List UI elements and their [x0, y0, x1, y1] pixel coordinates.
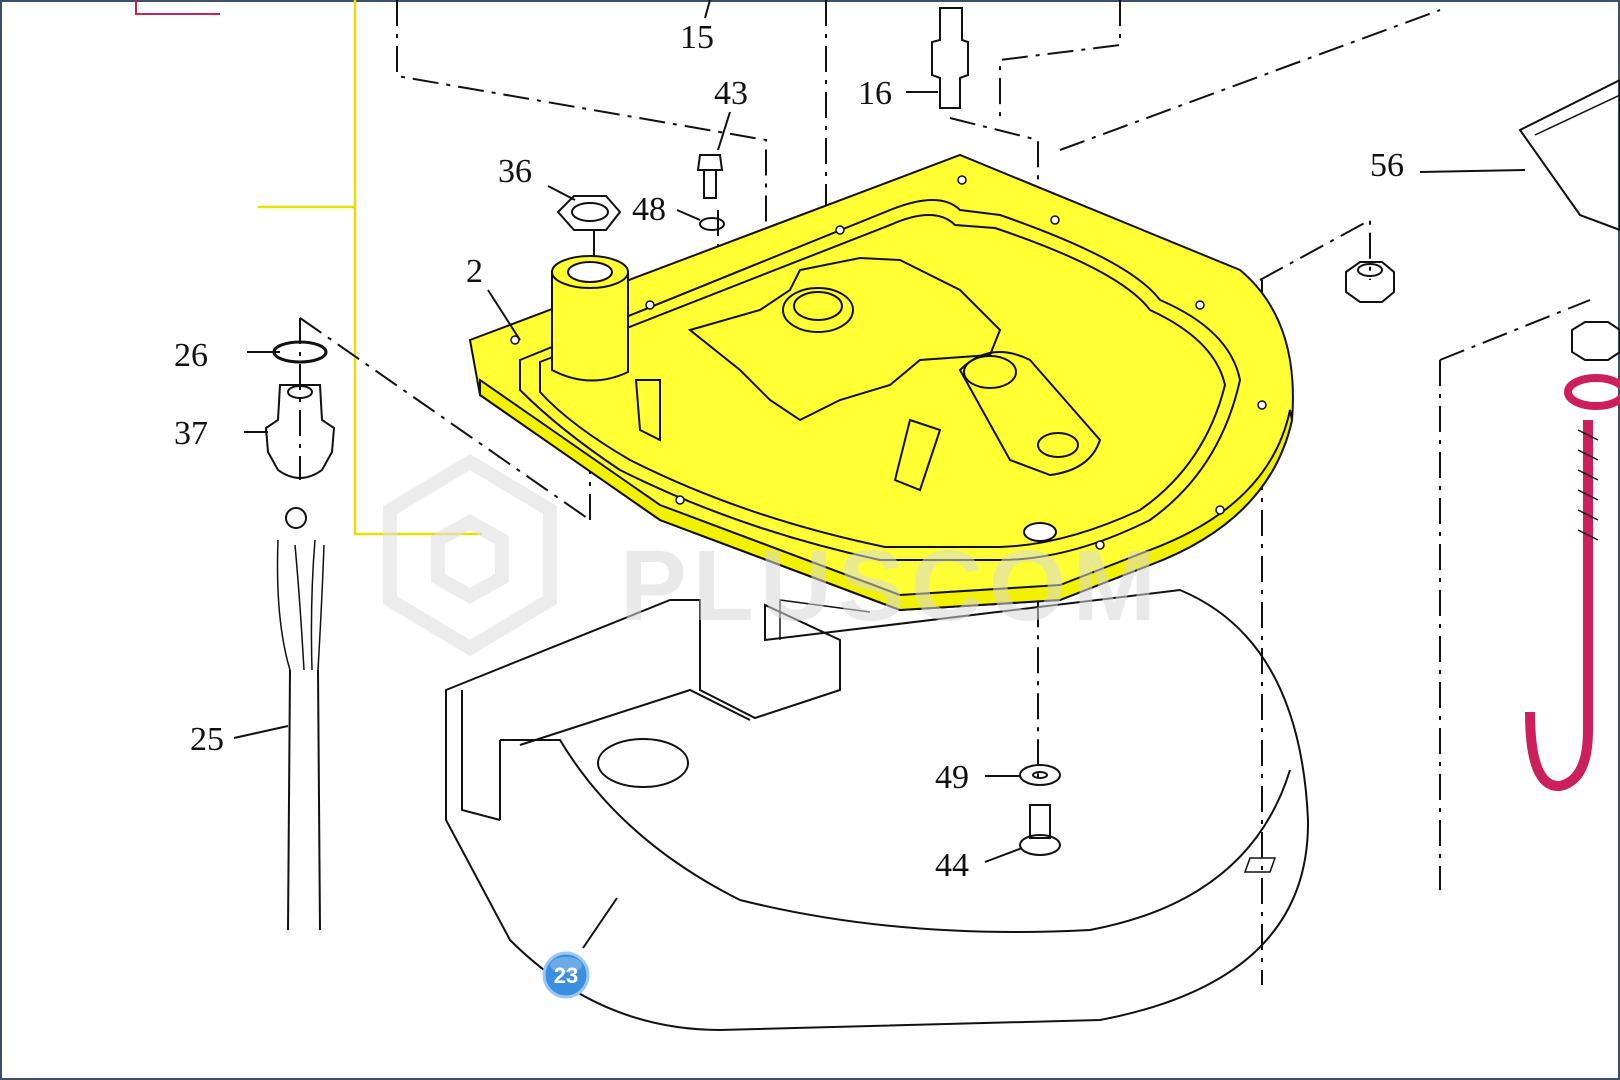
pink-bracket: [135, 0, 220, 15]
watermark-text: PLUSCOM: [620, 530, 1162, 642]
hex-nut-36: [556, 195, 622, 231]
part-label-15: 15: [680, 19, 714, 56]
washer-49: [1019, 764, 1061, 786]
washer-48: [699, 217, 725, 231]
part-badge-23[interactable]: 23: [542, 951, 590, 999]
part-label-36: 36: [498, 153, 532, 190]
part-label-37: 37: [174, 415, 208, 452]
badge-label: 23: [554, 963, 578, 988]
part-label-43: 43: [714, 75, 748, 112]
part-label-56: 56: [1370, 147, 1404, 184]
part-label-48: 48: [632, 191, 666, 228]
pin-16: [931, 7, 969, 109]
bolt-43: [696, 154, 724, 199]
cable-25: [276, 507, 325, 931]
document-56: [1518, 78, 1620, 232]
nut-right: [1345, 261, 1395, 303]
part-label-44: 44: [935, 847, 969, 884]
leader-lines: [233, 0, 1526, 949]
part-label-25: 25: [190, 721, 224, 758]
part-label-49: 49: [935, 759, 969, 796]
part-label-2: 2: [466, 253, 483, 290]
yellow-bracket: [258, 0, 482, 536]
part-label-16: 16: [858, 75, 892, 112]
watermark-logo: [383, 453, 557, 657]
part-label-26: 26: [174, 337, 208, 374]
screw-44: [1019, 804, 1061, 856]
base-plate: [468, 153, 1294, 612]
bottom-cover: [445, 588, 1310, 1032]
j-bolt-right: [1525, 321, 1620, 791]
gland-37: [264, 384, 336, 479]
